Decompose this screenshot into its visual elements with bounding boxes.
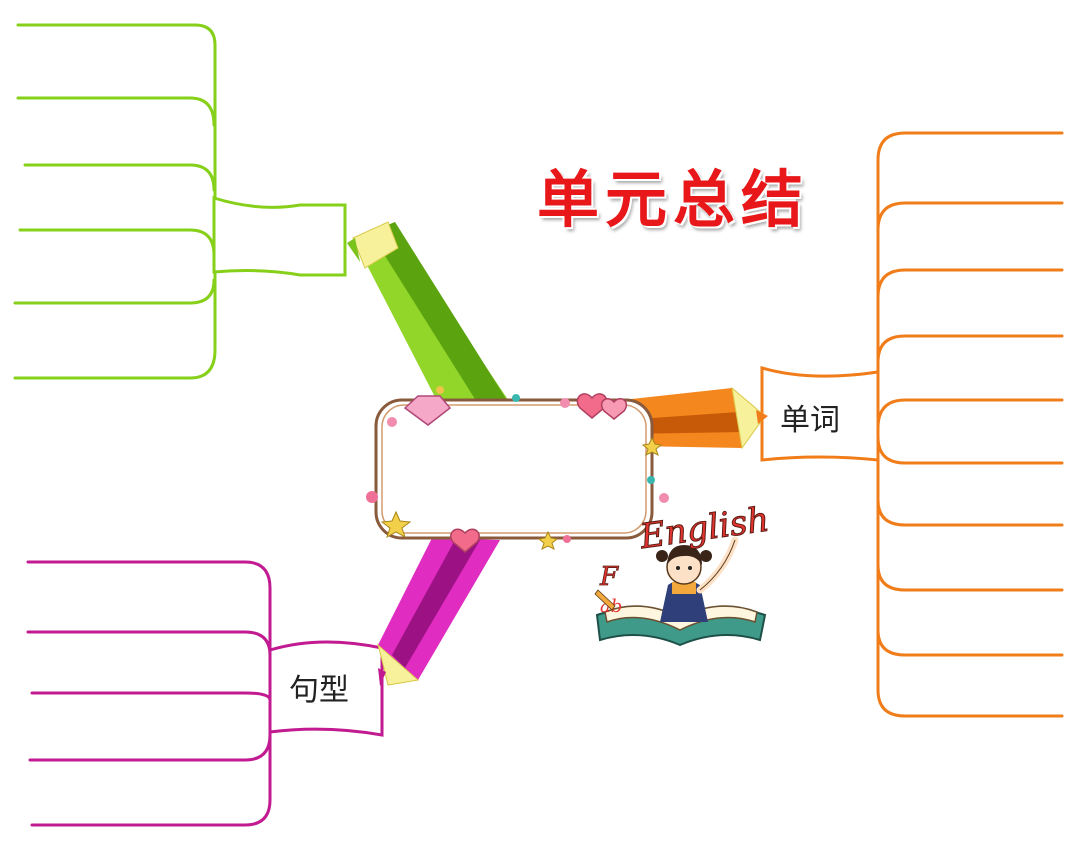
bead bbox=[387, 417, 397, 427]
orange-label-box bbox=[760, 366, 880, 462]
green-line-6 bbox=[13, 270, 217, 380]
branch-label-vocabulary: 单词 bbox=[780, 403, 840, 438]
central-frame bbox=[366, 386, 669, 553]
magenta-line-3 bbox=[30, 691, 272, 702]
green-line-3 bbox=[23, 163, 216, 192]
bead bbox=[647, 476, 655, 484]
star-icon bbox=[537, 530, 559, 550]
bead bbox=[512, 394, 520, 402]
orange-line-8 bbox=[876, 563, 1064, 592]
bead bbox=[436, 386, 444, 394]
star-icon bbox=[380, 510, 412, 539]
magenta-line-4 bbox=[28, 733, 272, 762]
green-pencil bbox=[347, 221, 515, 430]
magenta-label-box bbox=[268, 640, 384, 737]
magenta-branch bbox=[26, 560, 384, 827]
heart-icon bbox=[600, 398, 628, 420]
green-label-box bbox=[212, 195, 347, 277]
green-branch bbox=[13, 23, 347, 380]
orange-pencil bbox=[622, 386, 768, 450]
bead bbox=[366, 491, 378, 503]
branch-label-sentences: 句型 bbox=[289, 673, 349, 708]
heart-icon bbox=[576, 393, 608, 419]
orange-line-9 bbox=[876, 628, 1064, 657]
magenta-line-2 bbox=[26, 630, 272, 657]
sticker-text: English bbox=[637, 500, 772, 558]
sticker-letters: F bbox=[599, 562, 619, 592]
orange-line-3 bbox=[876, 268, 1064, 299]
orange-line-5 bbox=[876, 398, 1064, 430]
bead bbox=[560, 398, 570, 408]
orange-line-2 bbox=[876, 201, 1064, 232]
green-line-1 bbox=[16, 23, 217, 200]
orange-line-6 bbox=[876, 435, 1064, 465]
star-icon bbox=[641, 436, 663, 456]
orange-line-4 bbox=[876, 334, 1064, 364]
green-line-4 bbox=[18, 228, 216, 257]
orange-line-1 bbox=[876, 131, 1064, 374]
heart-icon bbox=[450, 528, 480, 553]
magenta-line-1 bbox=[26, 560, 272, 652]
page-title: 单元总结 bbox=[537, 163, 810, 236]
bead bbox=[659, 493, 669, 503]
orange-line-7 bbox=[876, 498, 1064, 527]
diamond-icon bbox=[403, 395, 452, 426]
green-line-2 bbox=[16, 96, 216, 127]
orange-branch bbox=[760, 131, 1064, 718]
orange-line-10 bbox=[876, 458, 1064, 718]
magenta-line-5 bbox=[30, 730, 272, 827]
green-line-5 bbox=[13, 278, 216, 305]
bead bbox=[563, 535, 571, 543]
magenta-pencil bbox=[377, 538, 500, 686]
